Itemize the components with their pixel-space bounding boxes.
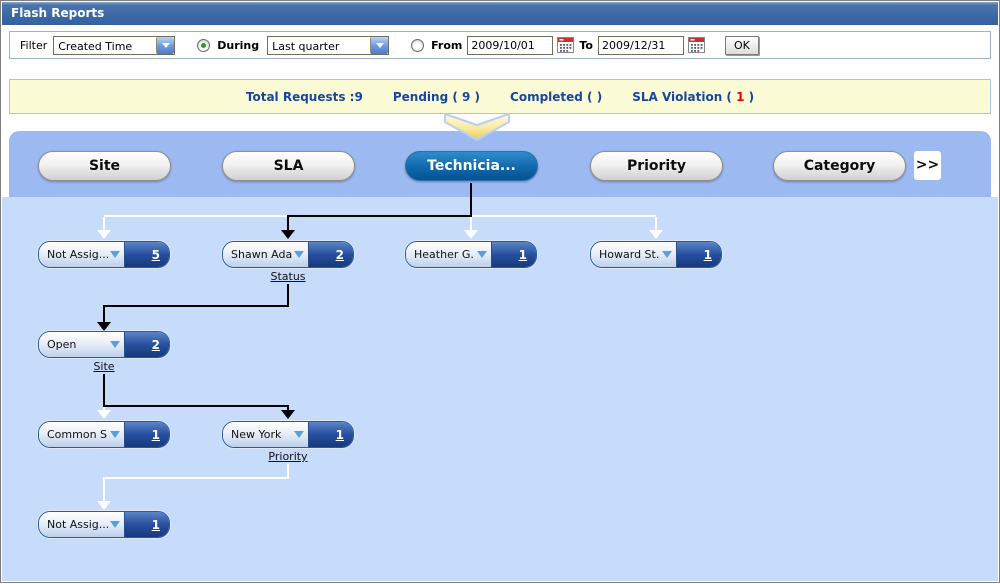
from-date-input[interactable] [467,35,554,55]
tree-node-common-site[interactable]: Common Si.. 1 [38,421,170,448]
window-title: Flash Reports [2,2,998,25]
node-label: Not Assig... [47,518,108,531]
filter-toolbar: Filter Created Time During Last quarter … [9,31,991,59]
during-radio[interactable] [197,38,211,52]
sla-violation-suffix: ) [744,89,755,104]
tree-node-howard[interactable]: Howard St. 1 [590,241,722,268]
filter-type-value: Created Time [58,39,133,53]
tree-node-shawn-adams[interactable]: Shawn Ada.. 2 [222,241,354,268]
node-count-link[interactable]: 1 [151,517,160,532]
tab-category[interactable]: Category [773,151,906,181]
tree-node-heather[interactable]: Heather G.. 1 [405,241,537,268]
chevron-down-icon[interactable] [662,251,672,258]
node-count-link[interactable]: 2 [335,247,344,262]
chevron-down-icon[interactable] [110,521,120,528]
tab-sla[interactable]: SLA [222,151,355,181]
node-count-section: 2 [308,242,353,267]
during-period-select[interactable]: Last quarter [267,35,390,55]
node-filter-dropdown[interactable]: Howard St. [591,242,676,267]
node-count-section: 1 [308,422,353,447]
node-count-link[interactable]: 5 [151,247,160,262]
ok-button[interactable]: OK [725,35,759,55]
branch-label-site[interactable]: Site [93,360,115,373]
chevron-down-icon[interactable] [477,251,487,258]
sla-violation[interactable]: SLA Violation ( 1 ) [632,90,754,104]
total-requests: Total Requests :9 [245,89,363,104]
calendar-icon[interactable] [557,37,575,53]
calendar-icon[interactable] [688,37,705,53]
node-count-link[interactable]: 1 [335,427,344,442]
node-count-section: 5 [124,242,169,267]
node-count-section: 1 [124,422,169,447]
chevron-down-icon[interactable] [294,251,304,258]
branch-label-status[interactable]: Status [270,270,306,283]
selected-tab-pointer-icon [444,113,510,141]
node-label: Shawn Ada.. [231,248,292,261]
node-count-link[interactable]: 1 [151,427,160,442]
chevron-down-icon[interactable] [110,251,120,258]
node-filter-dropdown[interactable]: Shawn Ada.. [223,242,308,267]
node-label: Common Si.. [47,428,108,441]
tab-priority[interactable]: Priority [590,151,723,181]
node-label: Howard St. [599,248,660,261]
node-filter-dropdown[interactable]: Not Assig... [39,512,124,537]
filter-label: Filter [20,38,48,52]
from-label: From [431,38,463,52]
pending-count[interactable]: Pending ( 9 ) [392,89,481,104]
node-label: New York [231,428,282,441]
summary-bar: Total Requests :9 Pending ( 9 ) Complete… [9,79,991,114]
node-label: Open [47,338,77,351]
node-count-section: 1 [676,242,721,267]
node-count-link[interactable]: 1 [703,247,712,262]
node-count-section: 1 [491,242,536,267]
node-count-link[interactable]: 1 [518,247,527,262]
completed-count[interactable]: Completed ( ) [510,89,603,104]
filter-type-select[interactable]: Created Time [53,35,176,55]
node-count-section: 2 [124,332,169,357]
node-filter-dropdown[interactable]: Common Si.. [39,422,124,447]
tree-node-not-assigned-priority[interactable]: Not Assig... 1 [38,511,170,538]
chevron-down-icon[interactable] [110,431,120,438]
node-label: Not Assig... [47,248,108,261]
node-count-section: 1 [124,512,169,537]
to-date-input[interactable] [598,35,684,55]
date-range-radio[interactable] [411,38,425,52]
more-tabs-button[interactable]: >> [914,151,941,180]
node-filter-dropdown[interactable]: New York [223,422,308,447]
tree-node-new-york[interactable]: New York 1 [222,421,354,448]
during-label: During [217,38,260,52]
node-filter-dropdown[interactable]: Open [39,332,124,357]
chevron-down-icon[interactable] [156,36,175,54]
sla-violation-prefix: SLA Violation ( [632,89,737,104]
chevron-down-icon[interactable] [110,341,120,348]
node-label: Heather G.. [414,248,475,261]
node-filter-dropdown[interactable]: Not Assig... [39,242,124,267]
during-period-value: Last quarter [272,39,340,53]
chevron-down-icon[interactable] [294,431,304,438]
node-filter-dropdown[interactable]: Heather G.. [406,242,491,267]
node-count-link[interactable]: 2 [151,337,160,352]
sla-violation-value: 1 [736,89,745,104]
tab-technician[interactable]: Technicia... [405,151,538,181]
tree-node-open[interactable]: Open 2 [38,331,170,358]
tree-node-not-assigned[interactable]: Not Assig... 5 [38,241,170,268]
chevron-down-icon[interactable] [370,36,389,54]
branch-label-priority[interactable]: Priority [268,450,308,463]
tab-site[interactable]: Site [38,151,171,181]
to-label: To [579,38,593,52]
